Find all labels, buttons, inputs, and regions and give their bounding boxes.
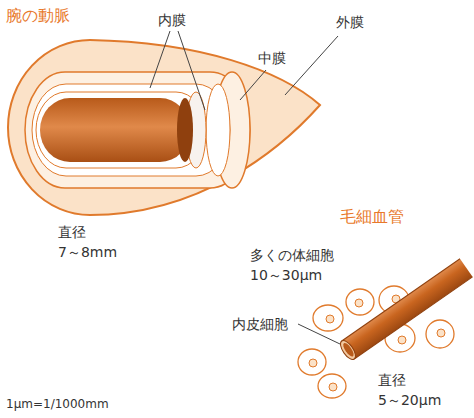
- part-name: 内皮細胞: [232, 314, 288, 334]
- capillary: [338, 259, 473, 362]
- text-line: 直径: [58, 222, 117, 242]
- part-name: 内膜: [158, 10, 186, 30]
- text-line: 10～30μm: [250, 265, 334, 285]
- section-heading: 毛細血管: [340, 205, 404, 228]
- size-note: 多くの体細胞 10～30μm: [250, 245, 334, 286]
- part-name: 中膜: [258, 48, 286, 68]
- text-line: 毛細血管: [340, 205, 404, 228]
- text-line: 5～20μm: [378, 390, 441, 410]
- text-line: 中膜: [258, 48, 286, 68]
- text-line: 内皮細胞: [232, 314, 288, 334]
- text-line: 腕の動脈: [6, 4, 70, 27]
- text-line: 内膜: [158, 10, 186, 30]
- part-name: 外膜: [336, 12, 364, 32]
- dimension: 直径 5～20μm: [378, 370, 441, 411]
- leader-lines: [150, 31, 340, 344]
- media: [25, 72, 250, 188]
- text-line: 直径: [378, 370, 441, 390]
- unit-note: 1μm=1/1000mm: [6, 396, 109, 413]
- dimension: 直径 7～8mm: [58, 222, 117, 263]
- text-line: 1μm=1/1000mm: [6, 396, 109, 413]
- text-line: 多くの体細胞: [250, 245, 334, 265]
- intima: [32, 84, 230, 176]
- lumen: [40, 98, 190, 162]
- intima-end: [206, 84, 230, 176]
- intima-inner: [36, 92, 206, 168]
- section-heading: 腕の動脈: [6, 4, 70, 27]
- text-line: 外膜: [336, 12, 364, 32]
- adventitia: [8, 40, 320, 215]
- text-line: 7～8mm: [58, 242, 117, 262]
- lumen-end: [177, 98, 193, 162]
